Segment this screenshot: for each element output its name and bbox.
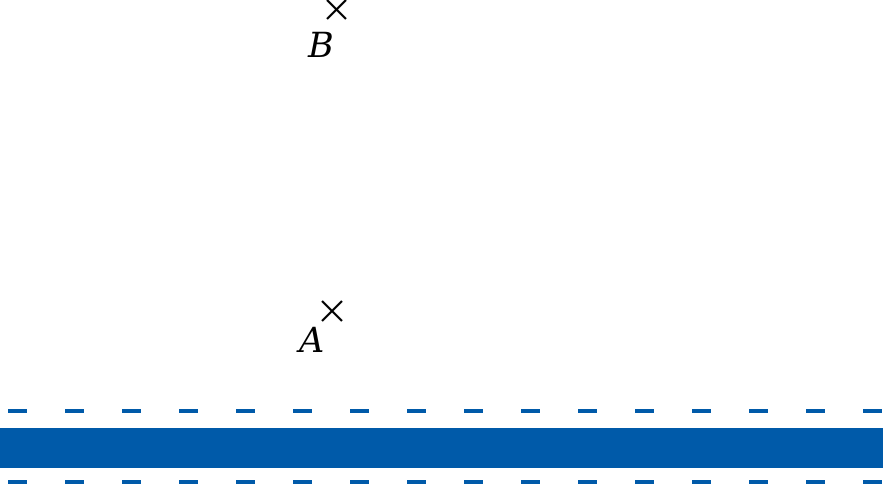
point-b: B xyxy=(307,0,347,66)
point-b-cross-marker xyxy=(326,0,347,20)
point-a-cross-marker xyxy=(321,300,343,322)
point-a-label: A xyxy=(296,321,324,361)
point-a: A xyxy=(296,300,343,361)
point-b-label: B xyxy=(307,26,334,66)
solid-band xyxy=(0,428,883,468)
